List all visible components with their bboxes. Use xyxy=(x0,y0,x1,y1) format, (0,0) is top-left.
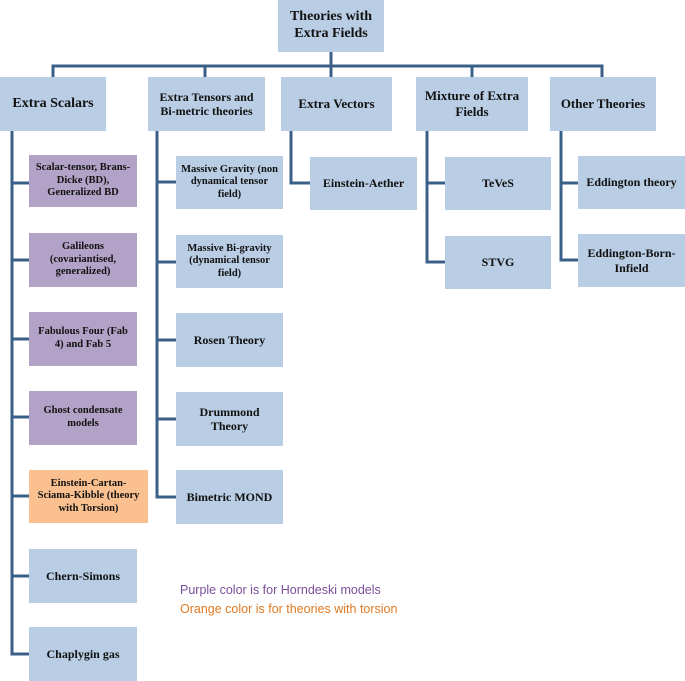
node-label: Rosen Theory xyxy=(193,332,266,347)
category-mixture: Mixture of Extra Fields xyxy=(416,77,528,131)
node-einstein-aether: Einstein-Aether xyxy=(310,157,417,210)
node-label: Massive Bi-gravity (dynamical tensor fie… xyxy=(187,242,272,279)
node-galileons: Galileons (covariantised, generalized) xyxy=(29,233,137,287)
node-label: Einstein-Aether xyxy=(322,176,405,191)
node-label: Chaplygin gas xyxy=(46,646,120,661)
category-label: Extra Vectors xyxy=(298,96,375,112)
node-stvg: STVG xyxy=(445,236,551,289)
node-label: Eddington theory xyxy=(586,175,677,190)
node-label: Galileons (covariantised, generalized) xyxy=(49,241,117,278)
node-ghost-condensate: Ghost condensate models xyxy=(29,391,137,445)
node-label: Bimetric MOND xyxy=(186,489,273,504)
node-label: Eddington-Born-Infield xyxy=(587,246,676,275)
category-label: Extra Tensors and Bi-metric theories xyxy=(159,89,254,118)
node-massive-bigravity: Massive Bi-gravity (dynamical tensor fie… xyxy=(176,235,283,288)
node-label: Fabulous Four (Fab 4) and Fab 5 xyxy=(38,326,128,350)
node-label: Scalar-tensor, Brans-Dicke (BD), General… xyxy=(35,162,131,199)
root-node: Theories with Extra Fields xyxy=(278,0,384,52)
category-extra-tensors: Extra Tensors and Bi-metric theories xyxy=(148,77,265,131)
category-other-theories: Other Theories xyxy=(550,77,656,131)
category-extra-vectors: Extra Vectors xyxy=(281,77,392,131)
category-label: Other Theories xyxy=(560,96,646,112)
node-label: Massive Gravity (non dynamical tensor fi… xyxy=(181,163,278,200)
node-label: STVG xyxy=(481,255,515,270)
legend-orange-note: Orange color is for theories with torsio… xyxy=(180,602,398,616)
node-einstein-cartan: Einstein-Cartan-Sciama-Kibble (theory wi… xyxy=(29,470,148,523)
node-bimetric-mond: Bimetric MOND xyxy=(176,470,283,524)
node-eddington-born-infield: Eddington-Born-Infield xyxy=(578,234,685,287)
root-label: Theories with Extra Fields xyxy=(289,9,373,41)
node-drummond-theory: Drummond Theory xyxy=(176,392,283,446)
node-scalar-tensor: Scalar-tensor, Brans-Dicke (BD), General… xyxy=(29,155,137,207)
node-label: Drummond Theory xyxy=(199,404,260,433)
node-massive-gravity: Massive Gravity (non dynamical tensor fi… xyxy=(176,156,283,209)
node-fabulous-four: Fabulous Four (Fab 4) and Fab 5 xyxy=(29,312,137,366)
node-label: TeVeS xyxy=(482,176,514,191)
node-label: Ghost condensate models xyxy=(43,405,123,429)
node-chaplygin-gas: Chaplygin gas xyxy=(29,627,137,681)
node-eddington-theory: Eddington theory xyxy=(578,156,685,209)
legend-purple-note: Purple color is for Horndeski models xyxy=(180,583,381,597)
node-chern-simons: Chern-Simons xyxy=(29,549,137,603)
category-label: Mixture of Extra Fields xyxy=(424,88,520,119)
node-teves: TeVeS xyxy=(445,157,551,210)
node-label: Chern-Simons xyxy=(45,568,120,583)
category-label: Extra Scalars xyxy=(12,95,94,111)
node-label: Einstein-Cartan-Sciama-Kibble (theory wi… xyxy=(37,477,140,514)
category-extra-scalars: Extra Scalars xyxy=(0,77,106,131)
node-rosen-theory: Rosen Theory xyxy=(176,313,283,367)
